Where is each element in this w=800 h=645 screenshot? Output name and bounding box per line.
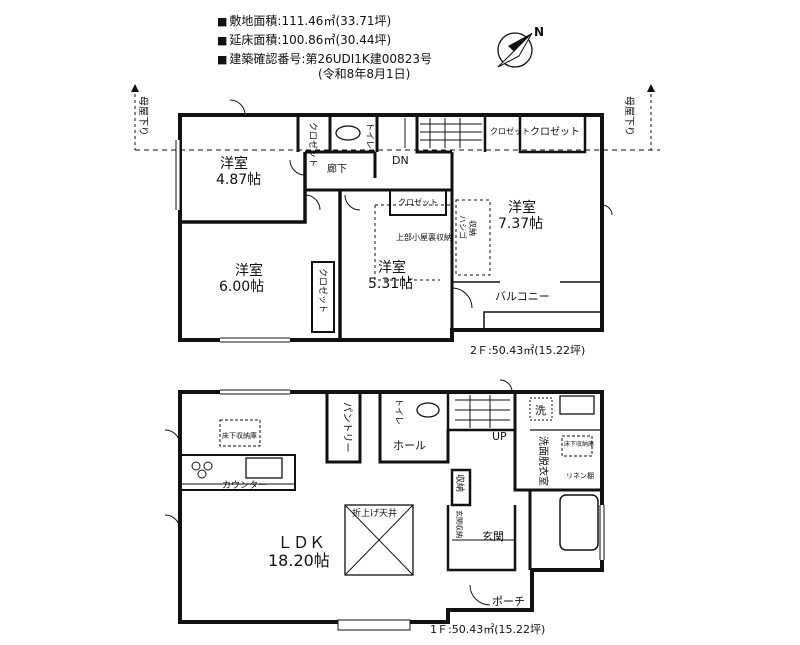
eave-arrow-right-icon (647, 84, 655, 150)
laundry-label: 洗 (535, 404, 546, 417)
eave-label-right: 母屋下り (623, 96, 635, 136)
compass-icon: N (497, 25, 544, 68)
room-western-c-size: 5.31帖 (368, 276, 413, 292)
floor-storage-2-label: 床下収納庫 (564, 440, 594, 448)
site-area-text: 敷地面積:111.46㎡(33.71坪) (217, 14, 391, 29)
closet-big-label: クロゼット (530, 126, 580, 138)
compass-north-label: N (534, 25, 544, 39)
ladder-label: ハシゴ (458, 215, 468, 239)
eave-label-left: 母屋下り (137, 96, 149, 136)
room-ldk-size: 18.20帖 (268, 551, 330, 570)
entrance-label: 玄関 (482, 529, 504, 543)
closet-vertical-label: クロゼット (317, 268, 329, 313)
dressing-room-label: 洗面脱衣室 (537, 436, 550, 486)
floor-area-text: 延床面積:100.86㎡(30.44坪) (217, 33, 391, 48)
attic-storage-label: 上部小屋裏収納 (396, 232, 452, 242)
hallway-label: 廊下 (327, 162, 347, 175)
stairs-dn-label: DN (392, 154, 409, 167)
hall-label: ホール (393, 439, 426, 452)
room-western-c-name: 洋室 (378, 259, 406, 276)
floor-1-caption: 1Ｆ:50.43㎡(15.22坪) (430, 623, 545, 636)
permit-number-text: 建築確認番号:第26UDI1K建00823号 (217, 52, 432, 67)
floor-1-plan (164, 379, 605, 631)
toilet-1f-label: トイレ (393, 398, 403, 425)
closet-small-2-label: クロゼット (490, 126, 530, 136)
floor-storage-1-label: 床下収納庫 (222, 431, 257, 440)
linen-shelf-label: リネン棚 (566, 471, 594, 480)
room-western-a-name: 洋室 (220, 155, 248, 172)
room-western-d-name: 洋室 (508, 199, 536, 216)
ceiling-label: 折上げ天井 (352, 507, 397, 519)
room-western-d-size: 7.37帖 (498, 216, 543, 232)
toilet-2f-label: トイレ (364, 122, 374, 149)
room-western-b-size: 6.00帖 (219, 279, 264, 295)
closet-small-1-label: クロゼット (307, 122, 319, 167)
pantry-label: パントリー (341, 402, 353, 453)
storage-1f-label: 収納 (454, 474, 466, 492)
floor-2-plan (175, 99, 613, 343)
counter-label: カウンター (222, 480, 267, 491)
storage-small-2f-label: 収納 (468, 220, 478, 236)
balcony-label: バルコニー (495, 290, 550, 303)
stairs-up-label: UP (492, 430, 507, 443)
room-ldk-name: ＬＤＫ (277, 533, 325, 552)
permit-date-text: (令和8年8月1日) (318, 67, 411, 81)
room-western-a-size: 4.87帖 (216, 172, 261, 188)
floor-2-caption: 2Ｆ:50.43㎡(15.22坪) (470, 344, 585, 357)
porch-label: ポーチ (492, 595, 525, 608)
shoe-storage-label: 玄関収納 (455, 510, 464, 538)
closet-mid-label: クロゼット (398, 197, 438, 207)
eave-arrow-left-icon (131, 84, 139, 150)
room-western-b-name: 洋室 (235, 262, 263, 279)
